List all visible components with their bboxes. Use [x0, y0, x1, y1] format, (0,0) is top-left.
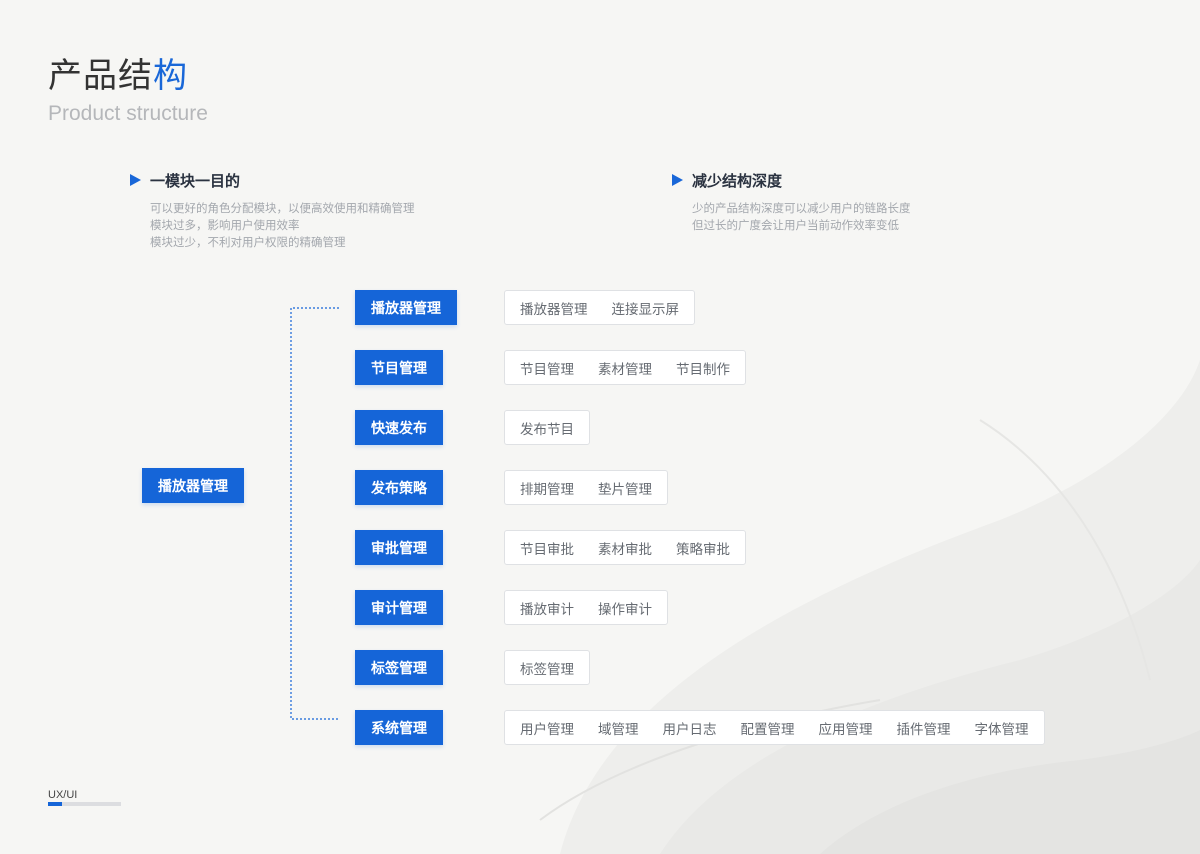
module-node[interactable]: 审计管理 [355, 590, 443, 625]
submodule-group: 用户管理 域管理 用户日志 配置管理 应用管理 插件管理 字体管理 [504, 710, 1045, 745]
submodule-chip[interactable]: 发布节目 [520, 421, 574, 438]
module-node[interactable]: 播放器管理 [355, 290, 457, 325]
principle-description: 可以更好的角色分配模块，以便高效使用和精确管理 模块过多，影响用户使用效率 模块… [150, 200, 415, 251]
submodule-group: 排期管理 垫片管理 [504, 470, 668, 505]
submodule-chip[interactable]: 节目审批 [520, 541, 574, 558]
submodule-chip[interactable]: 排期管理 [520, 481, 574, 498]
principle-line: 少的产品结构深度可以减少用户的链路长度 [692, 201, 911, 215]
submodule-chip[interactable]: 应用管理 [818, 721, 873, 738]
tree-root-node[interactable]: 播放器管理 [142, 468, 244, 503]
module-node[interactable]: 节目管理 [355, 350, 443, 385]
submodule-group: 节目管理 素材管理 节目制作 [504, 350, 746, 385]
page-title: 产品结构 [48, 52, 188, 100]
principle-description: 少的产品结构深度可以减少用户的链路长度 但过长的广度会让用户当前动作效率变低 [692, 200, 911, 234]
footer-progress-bar [48, 802, 121, 806]
module-node[interactable]: 审批管理 [355, 530, 443, 565]
principle-title: 一模块一目的 [150, 171, 241, 190]
submodule-group: 标签管理 [504, 650, 590, 685]
submodule-chip[interactable]: 操作审计 [598, 601, 652, 618]
module-node[interactable]: 系统管理 [355, 710, 443, 745]
submodule-group: 播放器管理 连接显示屏 [504, 290, 695, 325]
principle-line: 模块过多，影响用户使用效率 [150, 218, 300, 232]
submodule-group: 节目审批 素材审批 策略审批 [504, 530, 746, 565]
submodule-chip[interactable]: 用户日志 [662, 721, 717, 738]
footer-label: UX/UI [48, 789, 78, 801]
submodule-chip[interactable]: 垫片管理 [598, 481, 652, 498]
play-triangle-icon [130, 174, 141, 186]
module-node[interactable]: 标签管理 [355, 650, 443, 685]
module-node[interactable]: 快速发布 [355, 410, 443, 445]
submodule-chip[interactable]: 节目制作 [676, 361, 730, 378]
submodule-chip[interactable]: 播放审计 [520, 601, 574, 618]
principle-line: 模块过少，不利对用户权限的精确管理 [150, 235, 346, 249]
principle-line: 但过长的广度会让用户当前动作效率变低 [692, 218, 899, 232]
submodule-chip[interactable]: 字体管理 [974, 721, 1029, 738]
principle-one-module-one-purpose: 一模块一目的 可以更好的角色分配模块，以便高效使用和精确管理 模块过多，影响用户… [130, 170, 415, 251]
submodule-chip[interactable]: 插件管理 [896, 721, 951, 738]
submodule-chip[interactable]: 域管理 [598, 721, 639, 738]
module-node[interactable]: 发布策略 [355, 470, 443, 505]
principle-title: 减少结构深度 [692, 171, 783, 190]
page-title-accent: 构 [153, 56, 188, 96]
submodule-group: 发布节目 [504, 410, 590, 445]
submodule-chip[interactable]: 标签管理 [520, 661, 574, 678]
page-title-main: 产品结 [48, 56, 153, 96]
submodule-chip[interactable]: 素材审批 [598, 541, 652, 558]
submodule-chip[interactable]: 配置管理 [740, 721, 795, 738]
footer-progress-fill [48, 802, 62, 806]
submodule-chip[interactable]: 策略审批 [676, 541, 730, 558]
page-subtitle: Product structure [48, 102, 208, 125]
submodule-chip[interactable]: 播放器管理 [520, 301, 588, 318]
principle-reduce-depth: 减少结构深度 少的产品结构深度可以减少用户的链路长度 但过长的广度会让用户当前动… [672, 170, 911, 234]
submodule-group: 播放审计 操作审计 [504, 590, 668, 625]
play-triangle-icon [672, 174, 683, 186]
principle-line: 可以更好的角色分配模块，以便高效使用和精确管理 [150, 201, 415, 215]
submodule-chip[interactable]: 节目管理 [520, 361, 574, 378]
submodule-chip[interactable]: 连接显示屏 [611, 301, 680, 318]
submodule-chip[interactable]: 用户管理 [520, 721, 574, 738]
submodule-chip[interactable]: 素材管理 [598, 361, 652, 378]
